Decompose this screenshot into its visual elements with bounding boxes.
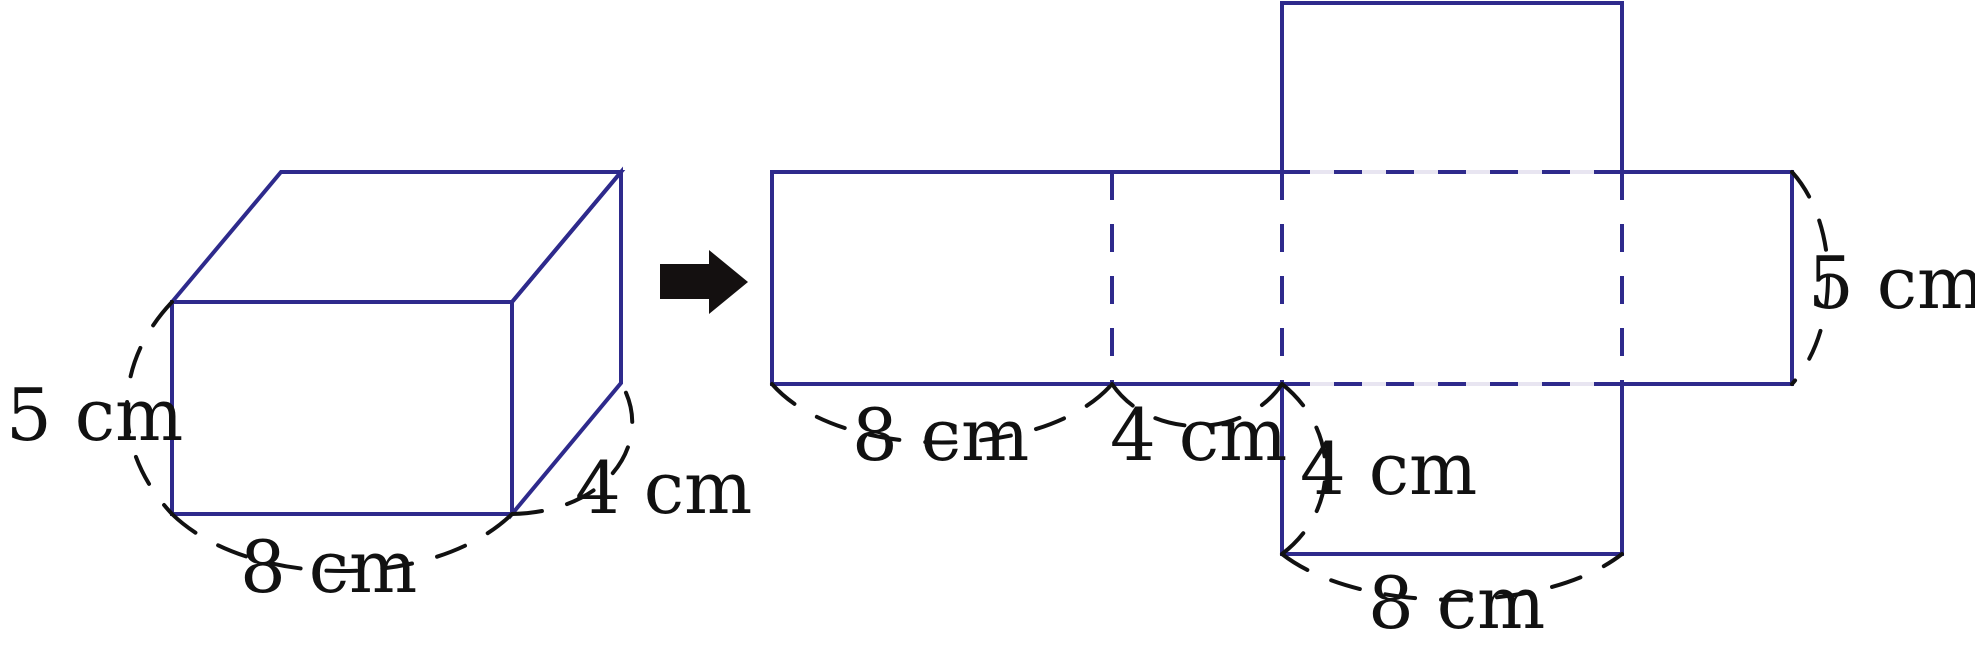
net-bottom-mid-label: 4 cm bbox=[1110, 393, 1287, 477]
cuboid-front-face bbox=[170, 300, 514, 516]
net-face-top bbox=[1280, 1, 1624, 174]
right-arrow-icon bbox=[660, 250, 748, 314]
net-lower-face-bottom-label: 8 cm bbox=[1368, 561, 1545, 645]
net-right-height-dimension-arc bbox=[1790, 170, 1830, 386]
net-bottom-left-dimension-arc bbox=[770, 382, 1114, 445]
net-lower-face-side-dimension-arc bbox=[1280, 382, 1328, 556]
net-right-height-label: 5 cm bbox=[1808, 241, 1975, 325]
cuboid-length-dimension-arc bbox=[170, 512, 514, 573]
net-bottom-mid-dimension-arc bbox=[1110, 382, 1284, 428]
net-bottom-left-label: 8 cm bbox=[852, 393, 1029, 477]
cuboid-length-label: 8 cm bbox=[240, 525, 417, 609]
cuboid-3d: 5 cm 8 cm 4 cm bbox=[6, 166, 752, 609]
cuboid-depth-dimension-arc bbox=[510, 381, 635, 516]
net-lower-face-side-label: 4 cm bbox=[1300, 427, 1477, 511]
cuboid-height-label: 5 cm bbox=[6, 373, 183, 457]
cuboid-top-face bbox=[167, 170, 626, 304]
net-lower-face-bottom-dimension-arc bbox=[1280, 552, 1624, 602]
cuboid-depth-label: 4 cm bbox=[575, 446, 752, 530]
cuboid-net: 8 cm 4 cm 4 cm 8 cm 5 cm bbox=[770, 1, 1975, 645]
cuboid-height-dimension-arc bbox=[125, 300, 174, 516]
